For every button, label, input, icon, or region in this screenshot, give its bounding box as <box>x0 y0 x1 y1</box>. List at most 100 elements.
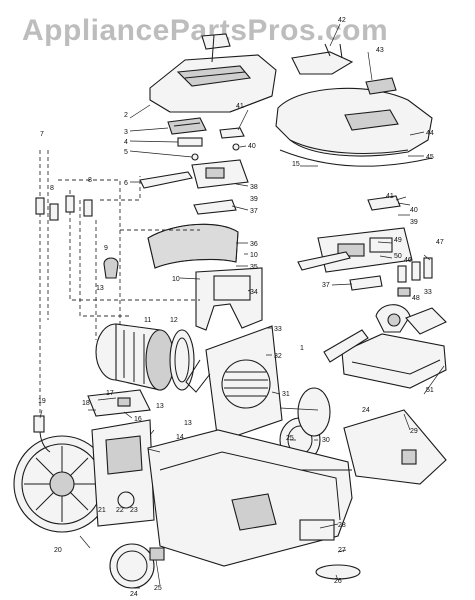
callout-label: 28 <box>338 522 346 529</box>
callout-label: 12 <box>170 317 178 324</box>
callout-label: 15 <box>292 161 300 168</box>
nozzle-part[interactable] <box>341 333 447 389</box>
terminal-connectors-part[interactable] <box>35 195 93 221</box>
callout-label: 21 <box>98 507 106 514</box>
callout-label: 32 <box>274 353 282 360</box>
callout-label: 49 <box>394 237 402 244</box>
callout-label: 22 <box>116 507 124 514</box>
callout-label: 13 <box>184 420 192 427</box>
exhaust-filter-part[interactable] <box>297 387 331 437</box>
callout-label: 29 <box>410 428 418 435</box>
callout-label: 38 <box>250 184 258 191</box>
callout-label: 35 <box>250 264 258 271</box>
callout-label: 6 <box>124 180 128 187</box>
callout-label: 34 <box>250 289 258 296</box>
filter-screen-part[interactable] <box>147 223 239 269</box>
right-switch-housing-part[interactable] <box>317 227 413 273</box>
callout-label: 27 <box>338 547 346 554</box>
right-cord-guide-part[interactable] <box>297 251 351 271</box>
label-part[interactable] <box>365 77 397 95</box>
callout-label: 10 <box>250 252 258 259</box>
motor-gasket-part[interactable] <box>169 329 195 391</box>
callout-label: 33 <box>424 289 432 296</box>
callout-label: 14 <box>176 434 184 441</box>
callout-label: 8 <box>50 185 54 192</box>
callout-label: 11 <box>144 317 151 324</box>
callout-label: 24 <box>130 591 138 598</box>
rocker-part[interactable] <box>193 199 237 215</box>
callout-label: 5 <box>124 149 128 156</box>
switch-part[interactable] <box>177 137 203 147</box>
callout-label: 47 <box>436 239 444 246</box>
callout-label: 7 <box>40 131 44 138</box>
callout-label: 16 <box>134 416 142 423</box>
screw-part[interactable] <box>191 153 199 161</box>
cord-guide-part[interactable] <box>139 171 193 189</box>
small-bracket-part[interactable] <box>349 275 383 291</box>
dust-bag-part[interactable] <box>343 409 447 485</box>
callout-label: 1 <box>300 345 304 352</box>
power-cord-part[interactable] <box>33 415 51 453</box>
wire-harness-part[interactable] <box>39 150 200 420</box>
callout-label: 23 <box>130 507 138 514</box>
canister-base-part[interactable] <box>147 429 353 567</box>
callout-label: 45 <box>426 154 434 161</box>
callout-label: 37 <box>322 282 330 289</box>
callout-labels: 2 3 4 5 6 1 7 8 8 9 10 10 11 12 13 13 13… <box>38 17 444 598</box>
lid-gasket-part[interactable] <box>279 149 433 167</box>
switch-button-parts[interactable] <box>397 257 433 297</box>
reel-bracket-part[interactable] <box>91 419 155 527</box>
callout-label: 18 <box>82 400 90 407</box>
cord-reel-part[interactable] <box>13 435 111 533</box>
switch-plate-part[interactable] <box>167 117 207 135</box>
callout-label: 51 <box>426 387 434 394</box>
callout-label: 36 <box>250 241 258 248</box>
fan-housing-part[interactable] <box>185 325 283 443</box>
callout-label: 24 <box>362 407 370 414</box>
callout-label: 39 <box>250 196 258 203</box>
callout-label: 3 <box>124 129 128 136</box>
motor-cover-part[interactable] <box>195 267 263 331</box>
callout-label: 2 <box>124 112 128 119</box>
callout-label: 20 <box>54 547 62 554</box>
callout-label: 31 <box>282 391 290 398</box>
callout-label: 46 <box>404 257 412 264</box>
lid-part[interactable] <box>275 87 433 157</box>
lid-hinge-part[interactable] <box>291 43 354 75</box>
callout-label: 40 <box>248 143 256 150</box>
callout-label: 30 <box>322 437 330 444</box>
callout-label: 9 <box>104 245 108 252</box>
thermal-cutout-part[interactable] <box>103 257 119 279</box>
callout-label: 19 <box>38 398 46 405</box>
top-cover-part[interactable] <box>149 33 277 113</box>
callout-label: 43 <box>376 47 384 54</box>
callout-label: 50 <box>394 253 402 260</box>
callout-label: 42 <box>338 17 346 24</box>
axle-part[interactable] <box>149 547 165 561</box>
callout-label: 41 <box>236 103 244 110</box>
callout-label: 25 <box>286 435 294 442</box>
dusting-brush-part[interactable] <box>375 304 411 333</box>
switch-housing-part[interactable] <box>191 159 249 189</box>
latch-part[interactable] <box>219 127 245 151</box>
callout-label: 40 <box>410 207 418 214</box>
callout-label: 8 <box>88 177 92 184</box>
callout-label: 17 <box>106 390 114 397</box>
callout-label: 26 <box>334 578 342 585</box>
motor-part[interactable] <box>95 323 175 391</box>
callout-leader-lines <box>39 23 445 589</box>
upholstery-tool-part[interactable] <box>405 307 447 335</box>
right-latch-part[interactable] <box>367 195 401 211</box>
callout-label: 44 <box>426 130 434 137</box>
foot-part[interactable] <box>315 564 361 580</box>
wheel-part[interactable] <box>109 543 155 589</box>
callout-label: 41 <box>386 193 394 200</box>
brake-assembly-part[interactable] <box>87 389 151 417</box>
crevice-tool-part[interactable] <box>323 329 369 363</box>
callout-label: 13 <box>96 285 104 292</box>
callout-label: 37 <box>250 208 258 215</box>
callout-label: 39 <box>410 219 418 226</box>
callout-label: 4 <box>124 139 128 146</box>
callout-label: 48 <box>412 295 420 302</box>
